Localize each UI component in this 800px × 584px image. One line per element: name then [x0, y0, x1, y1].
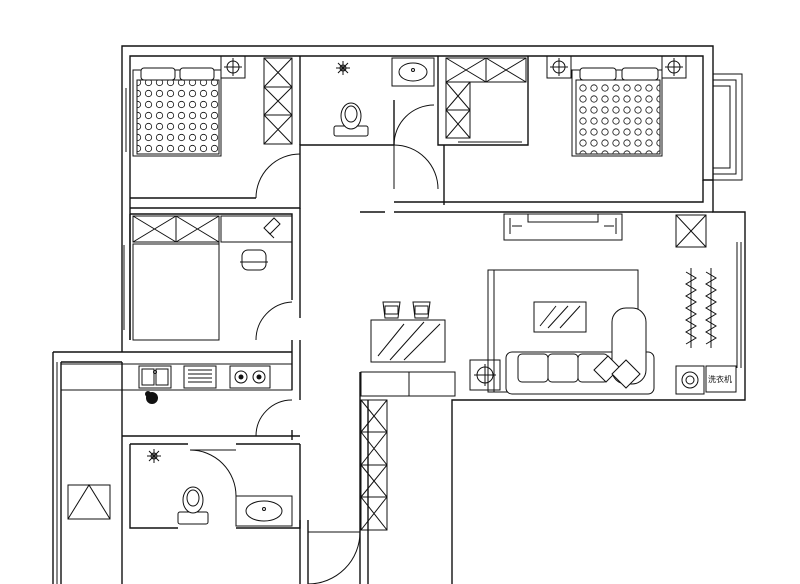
- storage-box-lower: [67, 484, 111, 520]
- nightstand-lamp-left: [220, 55, 246, 79]
- kitchen-sink: [138, 365, 172, 389]
- wardrobe-bedroom2: [445, 57, 527, 143]
- clothes-rack: [685, 268, 717, 348]
- washer-label-box: [705, 365, 737, 393]
- wardrobe-bedroom1: [263, 57, 293, 145]
- window-living: [736, 242, 742, 368]
- washing-machine: [675, 365, 705, 395]
- side-table-lamp: [469, 359, 501, 391]
- desk-lamp-icon: [263, 217, 281, 239]
- coffee-table: [533, 301, 587, 333]
- bed-left: [132, 67, 222, 157]
- tv-cabinet: [503, 213, 623, 241]
- study-chair: [240, 249, 268, 271]
- dining-table: [370, 319, 446, 363]
- doors: [189, 104, 439, 584]
- toilet-top: [333, 102, 369, 137]
- floor-drain-bottom: [147, 449, 161, 463]
- cabinet-corner: [675, 214, 707, 248]
- dining-chairs: [382, 301, 431, 319]
- entry-bench: [360, 371, 456, 397]
- study-desk: [220, 215, 293, 243]
- bed-right: [571, 67, 663, 157]
- range-hood-vent: [183, 365, 217, 389]
- toilet-bottom: [177, 486, 209, 525]
- window-left-bedroom: [123, 88, 127, 330]
- exterior-walls: [52, 45, 746, 584]
- wardrobe-study: [132, 215, 220, 341]
- washer-label: 洗衣机: [708, 374, 732, 384]
- sofa: [505, 307, 655, 395]
- floor-drain-top: [336, 61, 350, 75]
- gas-stove: [229, 365, 271, 389]
- sink-bottom: [235, 495, 293, 527]
- nightstand-lamp-right: [546, 55, 572, 79]
- shoe-cabinet: [360, 399, 388, 531]
- kitchen-counter: [60, 363, 293, 391]
- nightstand-lamp-right2: [661, 55, 687, 79]
- bay-window-top: [713, 73, 743, 181]
- gas-meter-icon: [145, 391, 158, 404]
- sink-top: [391, 57, 435, 87]
